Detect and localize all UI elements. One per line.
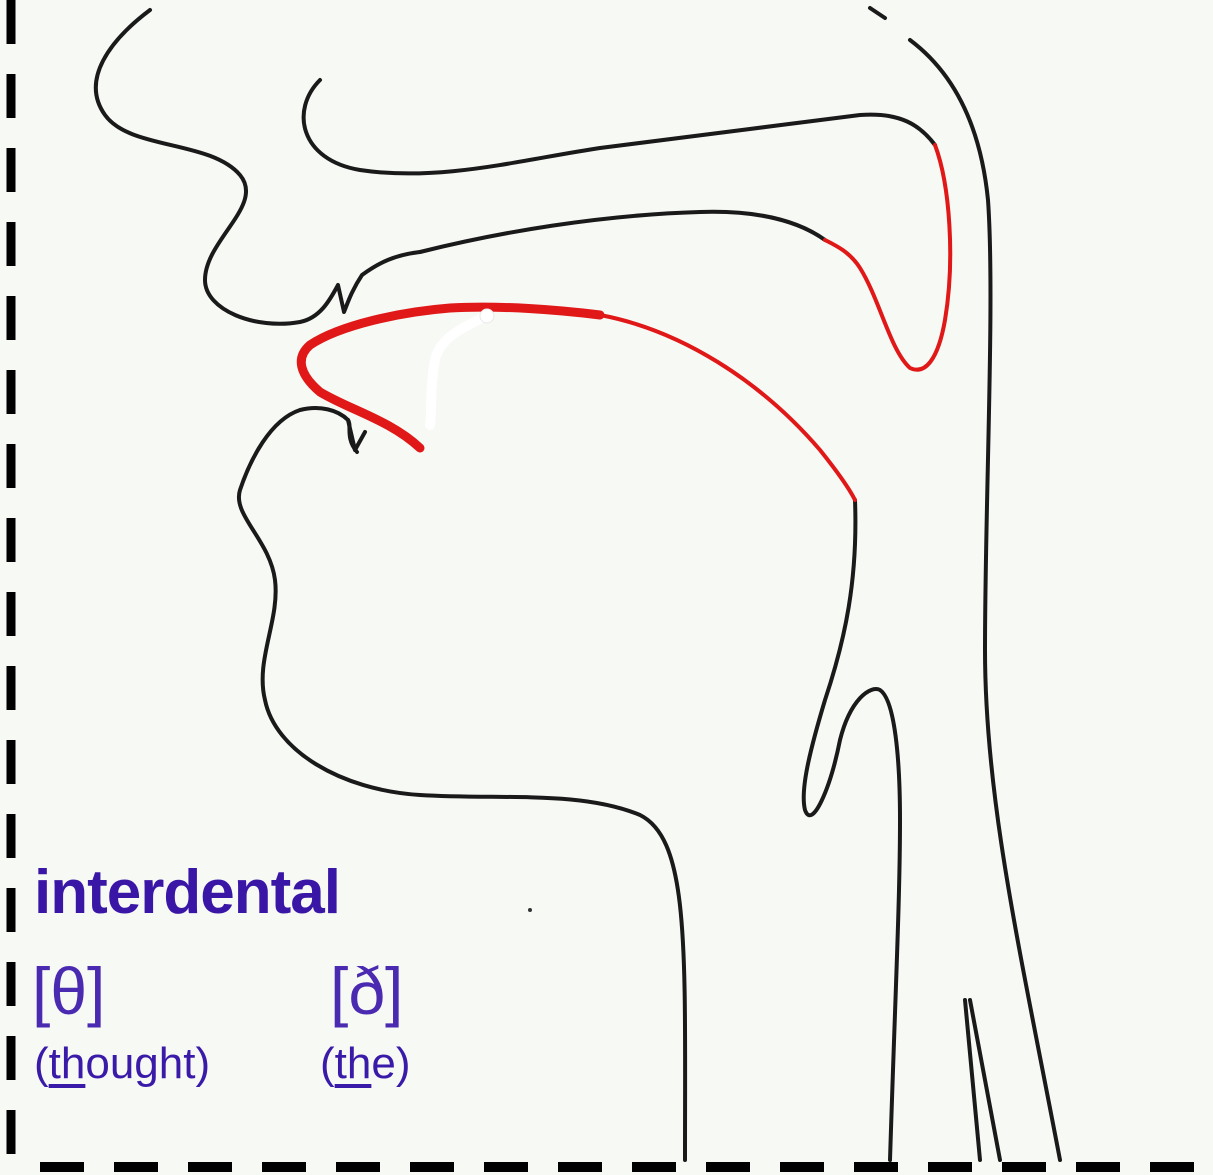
voiceless-example-suffix: ought) (85, 1039, 210, 1088)
manner-title: interdental (34, 862, 340, 924)
nose-upper-lip-outline (96, 10, 420, 324)
velum-highlight (825, 145, 950, 370)
head-back-outline (870, 8, 885, 18)
tongue-tip-interdental (301, 307, 600, 448)
stray-dot (528, 908, 532, 912)
voiced-example: (the) (320, 1042, 410, 1086)
lower-lip-chin-outline (239, 408, 685, 1160)
epiglottis-outline (804, 500, 900, 1160)
voiceless-symbol: [θ] (32, 958, 105, 1024)
voiceless-example-underlined: th (49, 1039, 86, 1088)
vocal-folds-outline (965, 1000, 1000, 1160)
tongue-back-highlight (600, 315, 855, 500)
voiced-example-prefix: ( (320, 1039, 335, 1088)
voiceless-example: (thought) (34, 1042, 210, 1086)
voiced-symbol: [ð] (330, 958, 403, 1024)
nasal-cavity-outline (304, 80, 935, 173)
voiceless-example-prefix: ( (34, 1039, 49, 1088)
voiced-example-suffix: e) (371, 1039, 410, 1088)
pharynx-back-wall (910, 40, 1060, 1160)
tongue-airflow-mark (430, 315, 488, 425)
hard-palate-outline (420, 212, 825, 252)
airflow-dot (480, 309, 494, 323)
voiced-example-underlined: th (335, 1039, 372, 1088)
